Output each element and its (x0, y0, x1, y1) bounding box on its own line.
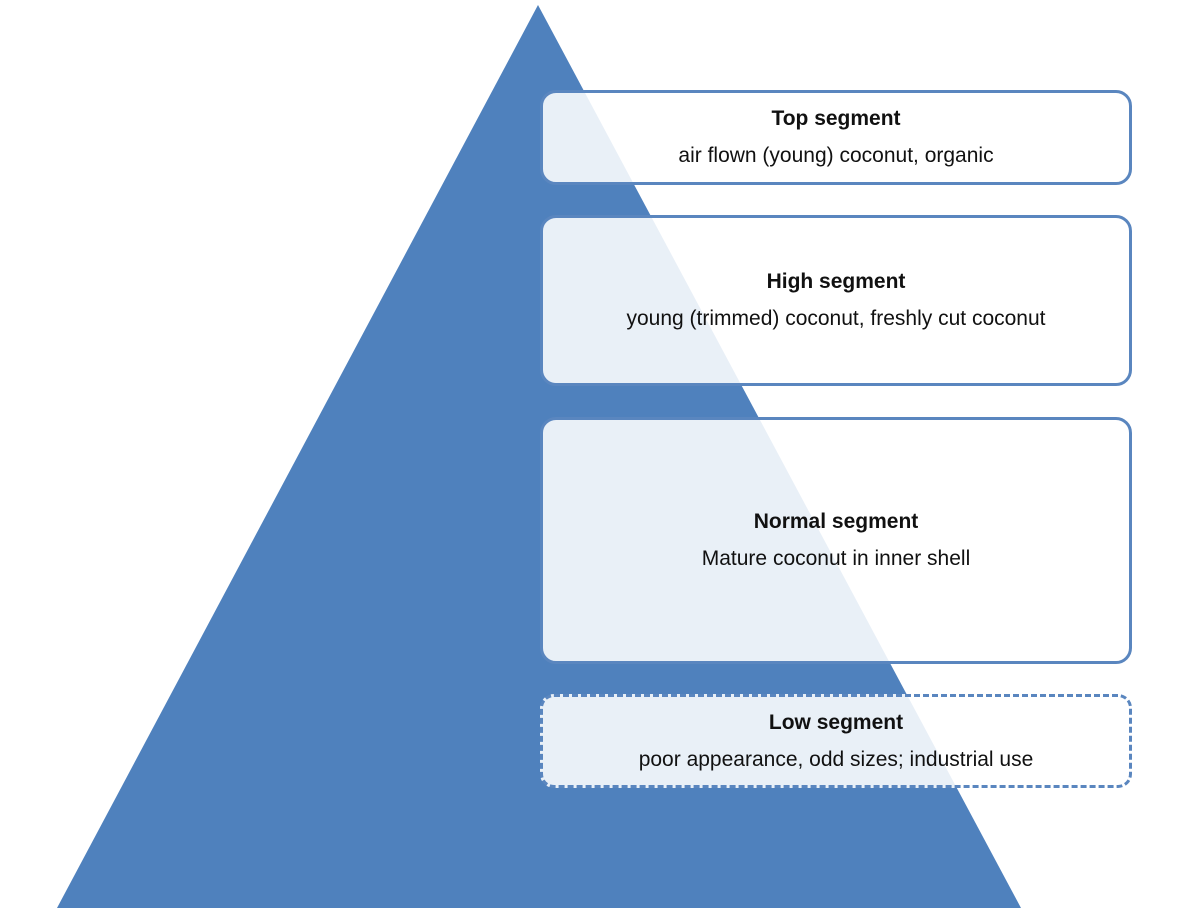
segment-description-top: air flown (young) coconut, organic (678, 144, 994, 167)
segment-description-high: young (trimmed) coconut, freshly cut coc… (626, 307, 1046, 330)
segment-box-low: Low segment poor appearance, odd sizes; … (540, 694, 1132, 788)
segment-title-normal: Normal segment (753, 510, 919, 533)
segment-description-normal: Mature coconut in inner shell (701, 547, 971, 570)
segment-description-low: poor appearance, odd sizes; industrial u… (638, 747, 1034, 771)
segment-title-top: Top segment (771, 107, 901, 130)
segment-box-high: High segment young (trimmed) coconut, fr… (540, 215, 1132, 386)
segment-title-high: High segment (766, 270, 906, 293)
segment-title-low: Low segment (768, 710, 904, 734)
segment-box-normal: Normal segment Mature coconut in inner s… (540, 417, 1132, 664)
pyramid-fill (57, 5, 1021, 908)
segment-box-top: Top segment air flown (young) coconut, o… (540, 90, 1132, 185)
